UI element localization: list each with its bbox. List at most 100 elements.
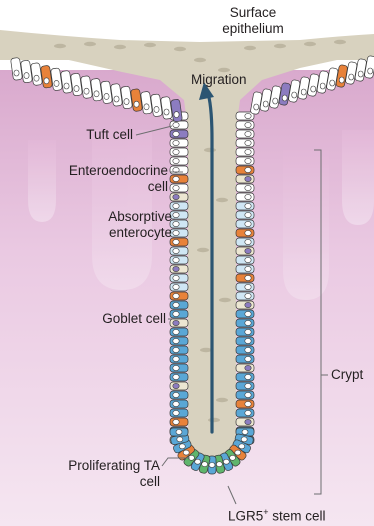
cell-nucleus	[245, 149, 251, 154]
label-proliferating-ta-cell: Proliferating TA cell	[20, 458, 160, 490]
cell-nucleus	[273, 98, 278, 104]
cell-nucleus	[173, 122, 179, 127]
cell-nucleus	[177, 437, 183, 442]
cell-nucleus	[245, 203, 251, 208]
cell-nucleus	[311, 86, 316, 92]
cell-nucleus	[173, 194, 179, 199]
cell-nucleus	[245, 113, 251, 118]
cell-nucleus	[245, 140, 251, 145]
cell-nucleus	[179, 444, 185, 449]
cell-nucleus	[245, 176, 251, 181]
cell-nucleus	[144, 104, 149, 110]
cell-nucleus	[173, 230, 179, 235]
mucus-speck	[144, 43, 156, 47]
mucus-speck	[334, 40, 346, 44]
cell-nucleus	[245, 320, 251, 325]
cell-nucleus	[245, 275, 251, 280]
cell-nucleus	[245, 230, 251, 235]
cell-nucleus	[173, 131, 179, 136]
cell-nucleus	[195, 459, 201, 464]
mucus-speck	[200, 348, 212, 352]
mucus-speck	[194, 58, 206, 62]
mucus-speck	[208, 418, 220, 422]
proliferating-line-1: Proliferating TA	[20, 458, 160, 474]
cell-nucleus	[235, 450, 241, 455]
cell-nucleus	[242, 430, 248, 435]
cell-nucleus	[173, 248, 179, 253]
cell-nucleus	[245, 248, 251, 253]
cell-nucleus	[173, 158, 179, 163]
cell-nucleus	[245, 329, 251, 334]
cell-nucleus	[245, 383, 251, 388]
cell-nucleus	[223, 459, 229, 464]
cell-nucleus	[176, 430, 182, 435]
cell-nucleus	[245, 410, 251, 415]
cell-nucleus	[173, 329, 179, 334]
cell-nucleus	[339, 77, 344, 83]
cell-nucleus	[245, 419, 251, 424]
cell-nucleus	[282, 95, 287, 101]
cell-nucleus	[173, 293, 179, 298]
cell-nucleus	[173, 257, 179, 262]
cell-nucleus	[173, 347, 179, 352]
label-crypt: Crypt	[331, 367, 363, 383]
cell-nucleus	[173, 410, 179, 415]
cell-nucleus	[245, 167, 251, 172]
surface-line-1: Surface	[198, 5, 308, 21]
cell-nucleus	[245, 293, 251, 298]
cell-nucleus	[368, 68, 373, 74]
absorptive-line-2: enterocyte	[40, 225, 172, 241]
cell-nucleus	[164, 109, 169, 115]
cell-nucleus	[173, 212, 179, 217]
cell-nucleus	[14, 70, 19, 76]
cell-nucleus	[173, 374, 179, 379]
cell-nucleus	[173, 392, 179, 397]
proliferating-line-2: cell	[20, 474, 160, 490]
cell-nucleus	[245, 401, 251, 406]
cell-nucleus	[94, 91, 99, 97]
cell-nucleus	[173, 419, 179, 424]
cell-nucleus	[245, 302, 251, 307]
cell-nucleus	[174, 112, 179, 118]
cell-nucleus	[320, 83, 325, 89]
mucus-speck	[84, 42, 96, 46]
mucus-speck	[304, 42, 316, 46]
cell-nucleus	[292, 92, 297, 98]
cell-nucleus	[245, 131, 251, 136]
surface-line-2: epithelium	[198, 21, 308, 37]
cell-nucleus	[173, 203, 179, 208]
cell-nucleus	[173, 275, 179, 280]
cell-nucleus	[245, 185, 251, 190]
cell-nucleus	[173, 266, 179, 271]
label-migration: Migration	[191, 72, 247, 88]
label-goblet-cell: Goblet cell	[40, 311, 166, 327]
cell-nucleus	[24, 73, 29, 79]
cell-nucleus	[173, 176, 179, 181]
mucus-speck	[114, 45, 126, 49]
cell-nucleus	[216, 462, 222, 467]
mucus-speck	[274, 44, 286, 48]
label-enteroendocrine-cell: Enteroendocrine cell	[20, 163, 168, 195]
cell-nucleus	[241, 437, 247, 442]
label-tuft-cell: Tuft cell	[40, 127, 133, 143]
cell-nucleus	[173, 401, 179, 406]
cell-nucleus	[245, 266, 251, 271]
cell-nucleus	[230, 455, 236, 460]
enteroendocrine-line-2: cell	[20, 179, 168, 195]
cell-nucleus	[54, 80, 59, 86]
cell-nucleus	[173, 221, 179, 226]
cell-nucleus	[239, 444, 245, 449]
mucus-speck	[174, 47, 186, 51]
label-surface-epithelium: Surface epithelium	[198, 5, 308, 37]
stem-prefix: LGR5	[228, 509, 263, 524]
mucus-speck	[244, 46, 256, 50]
stem-suffix: stem cell	[269, 509, 326, 524]
cell-nucleus	[209, 463, 215, 468]
cell-nucleus	[245, 158, 251, 163]
cell-nucleus	[245, 284, 251, 289]
cell-nucleus	[245, 194, 251, 199]
cell-nucleus	[245, 347, 251, 352]
cell-nucleus	[134, 101, 139, 107]
